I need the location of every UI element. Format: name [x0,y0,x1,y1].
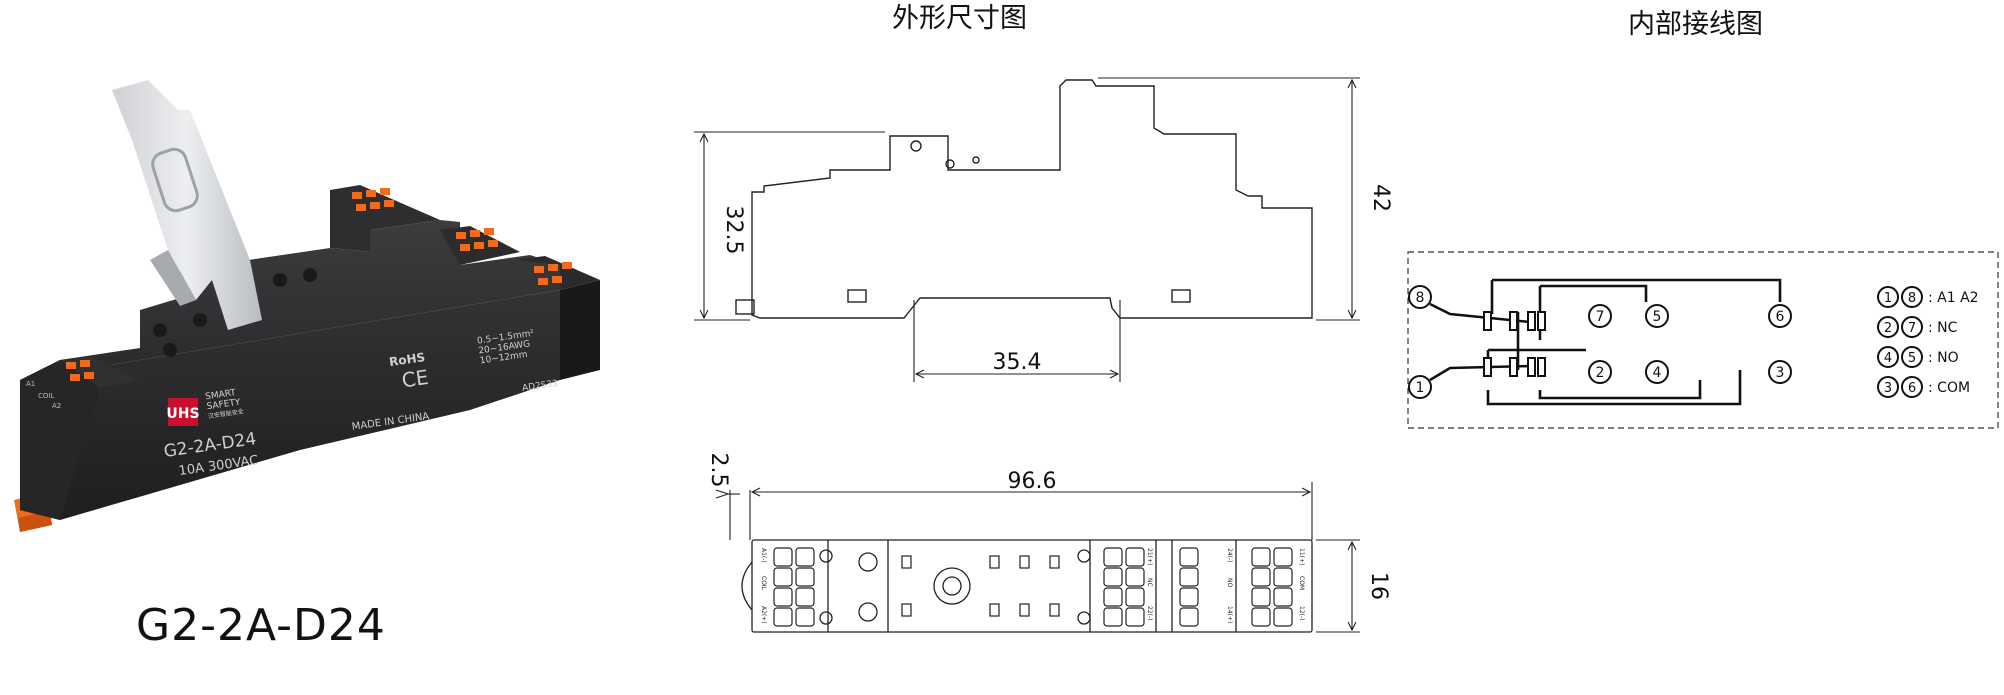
node-2-label: 2 [1596,365,1605,381]
retaining-lever [112,80,262,330]
top-label-nc: NC [1146,578,1153,587]
node-4 [1645,360,1669,384]
top-view-outline [741,539,1313,633]
dim-offset: 2.5 [706,453,731,488]
svg-text:UHS: UHS [166,406,199,422]
coil-contact-top [1527,311,1536,331]
top-label-a2: A2(+) [760,606,767,624]
node-2 [1588,360,1612,384]
top-label-21: 21(+) [1146,548,1153,565]
node-7-label: 7 [1596,309,1605,325]
part-code: AD2533 [522,379,559,394]
brand-line-1: SMART [205,388,237,402]
legend-4-label: : COM [1928,380,1970,396]
node-5-label: 5 [1653,309,1662,325]
legend-2-b: 7 [1908,321,1916,336]
wiring-border [1407,251,1999,429]
legend-4-b: 6 [1908,381,1916,396]
rohs-mark: RoHS [388,350,426,369]
product-image: UHS SMART SAFETY 汉安智能安全 G2-2A-D24 10A 30… [14,80,600,532]
terminal-label-a1: A1 [26,380,35,388]
coil-contact-bottom [1527,357,1536,377]
top-label-11: 11(+) [1298,548,1305,565]
dim-rail-width: 35.4 [993,350,1042,375]
dim-depth: 16 [1366,572,1391,600]
top-label-a1: A1(-) [760,548,767,563]
node-3 [1768,360,1792,384]
top-label-com: COM [1298,576,1305,590]
side-view-outline [751,79,1313,319]
top-label-24: 24(-) [1226,548,1233,562]
node-1 [1408,375,1432,399]
node-3-label: 3 [1776,365,1785,381]
terminal-label-a2: A2 [52,402,61,410]
node-8 [1408,285,1432,309]
model-caption: G2-2A-D24 [136,600,386,651]
legend-1-label: : A1 A2 [1928,290,1979,306]
dim-side-height: 32.5 [721,206,746,255]
node-1-label: 1 [1416,380,1425,396]
dim-length: 96.6 [1008,469,1057,494]
legend-4-a: 3 [1884,381,1892,396]
dim-total-height: 42 [1368,184,1393,212]
legend-3-label: : NO [1928,350,1959,366]
top-label-12: 12(-) [1298,606,1305,620]
legend-2-a: 2 [1884,321,1892,336]
top-label-no: NO [1226,578,1233,587]
legend-3-b: 5 [1908,351,1916,366]
ce-mark: CE [400,365,430,392]
legend-1-a: 1 [1884,291,1892,306]
brand-logo [168,398,198,426]
node-8-label: 8 [1416,290,1425,306]
legend-2-label: : NC [1928,320,1958,336]
terminal-release-buttons [66,188,572,381]
wiring-diagram-title: 内部接线图 [1628,9,1763,40]
node-5 [1645,304,1669,328]
wiring-legend: 1 8 2 7 4 5 3 6 : A1 A2 : NC : NO : COM [1877,286,1979,398]
wiring-diagram: 8 1 7 5 6 2 4 3 1 8 2 7 4 5 3 6 : A1 A2 … [1407,251,1999,429]
terminal-label-coil: COIL [38,392,54,400]
node-7 [1588,304,1612,328]
top-label-14: 14(+) [1226,606,1233,623]
top-label-22: 22(-) [1146,606,1153,620]
brand-line-2: SAFETY [206,398,241,413]
node-4-label: 4 [1653,365,1662,381]
legend-1-b: 8 [1908,291,1916,306]
node-6-label: 6 [1776,309,1785,325]
dimension-drawing-title: 外形尺寸图 [892,3,1027,34]
base-front-face [20,290,560,520]
node-6 [1768,304,1792,328]
legend-3-a: 4 [1884,351,1892,366]
top-label-coil: COIL [760,576,767,591]
